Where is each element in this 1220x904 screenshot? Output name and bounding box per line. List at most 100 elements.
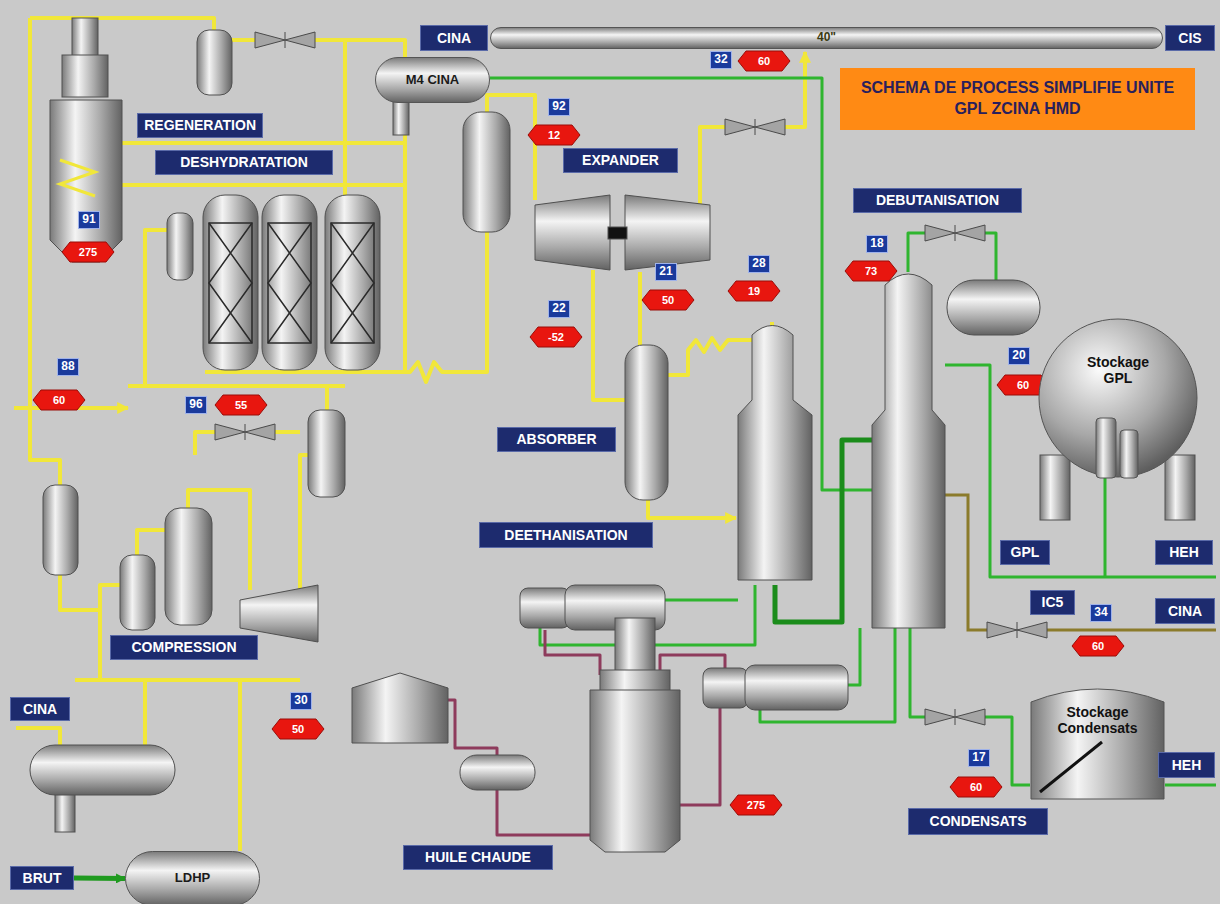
liquid-pipes	[665, 599, 738, 602]
title-banner: SCHEMA DE PROCESS SIMPLIFIE UNITE GPL ZC…	[840, 68, 1195, 130]
label-box: CINA	[420, 25, 488, 51]
text-holder: DEBUTANISATION	[854, 189, 1021, 212]
node-text: DESHYDRATATION	[180, 154, 308, 170]
node-text: EXPANDER	[582, 152, 659, 168]
node-text: CINA	[23, 701, 57, 717]
tag-number: 30	[290, 692, 312, 710]
liquid-pipes	[985, 717, 1030, 785]
hexagon-shape	[845, 261, 897, 281]
ic5-pipe	[1047, 629, 1216, 632]
tag-number: 32	[710, 51, 732, 69]
hexagon-shape	[1072, 636, 1124, 656]
equipment	[43, 485, 78, 575]
text-holder: CIS	[1166, 26, 1214, 50]
node-text: 22	[552, 302, 565, 316]
vessel-shape	[491, 28, 1163, 49]
label-box: CONDENSATS	[908, 808, 1048, 835]
node-text: CIS	[1178, 30, 1201, 46]
equipment	[608, 227, 627, 239]
gas-pipes	[143, 680, 147, 745]
node-text: 34	[1094, 606, 1107, 620]
node-text: 50	[662, 294, 674, 307]
label-box: DEETHANISATION	[479, 522, 653, 548]
equipment	[987, 622, 1047, 638]
liquid-pipes	[985, 233, 996, 280]
equipment	[725, 119, 785, 135]
equipment	[615, 618, 655, 678]
node-text: HEH	[1172, 757, 1202, 773]
node-text: 28	[752, 257, 765, 271]
node-text: CINA	[1168, 603, 1202, 619]
temperature-hexagon: 60	[950, 777, 1002, 797]
label-box: REGENERATION	[137, 113, 263, 138]
node-text: 40"	[817, 31, 836, 45]
text-holder: M4 CINA	[375, 57, 490, 103]
text-holder: 60	[33, 390, 85, 410]
text-holder: 92	[549, 99, 569, 115]
text-holder: HEH	[1156, 541, 1212, 564]
gas-pipes	[700, 127, 725, 205]
gas-pipes	[638, 272, 642, 345]
temperature-hexagon: 60	[33, 390, 85, 410]
node-text: 60	[758, 55, 770, 68]
equipment	[925, 709, 985, 725]
temperature-hexagon: 50	[642, 290, 694, 310]
hexagon-shape	[730, 795, 782, 815]
label-box: GPL	[1000, 540, 1050, 565]
node-text: 60	[53, 394, 65, 407]
gas-pipes	[195, 432, 215, 455]
label-box: BRUT	[10, 866, 74, 890]
temperature-hexagon: 275	[62, 242, 114, 262]
text-holder: 19	[728, 281, 780, 301]
label-box: DEBUTANISATION	[853, 188, 1022, 213]
text-holder: EXPANDER	[564, 149, 677, 172]
gas-pipes	[648, 500, 736, 518]
hot-oil-pipes	[497, 790, 590, 835]
node-text: HEH	[1169, 544, 1199, 560]
text-holder: DEETHANISATION	[480, 523, 652, 547]
temperature-hexagon: 60	[738, 51, 790, 71]
equipment	[203, 195, 258, 370]
equipment	[262, 195, 317, 370]
label-box: CINA	[10, 697, 70, 721]
text-holder: LDHP	[125, 851, 260, 904]
gas-pipes	[238, 680, 242, 851]
hexagon-shape	[642, 290, 694, 310]
node-text: 55	[235, 399, 247, 412]
hot-oil-pipes	[448, 700, 497, 755]
gas-pipes	[100, 141, 405, 145]
text-holder: 96	[186, 397, 206, 413]
text-holder: CINA	[1156, 599, 1214, 623]
node-text: 91	[82, 213, 95, 227]
hexagon-shape	[528, 125, 580, 145]
text-holder: 40"	[490, 27, 1163, 49]
node-text: 17	[972, 751, 985, 765]
equipment	[240, 585, 318, 642]
hexagon-shape	[530, 327, 582, 347]
hot-oil-pipes	[448, 630, 725, 835]
label-box: DESHYDRATATION	[155, 150, 333, 175]
equipment	[703, 668, 748, 708]
gas-pipes	[14, 18, 805, 851]
equipment	[60, 160, 95, 196]
equipment	[393, 100, 409, 135]
node-text: 50	[292, 723, 304, 736]
equipment	[1040, 455, 1070, 520]
tag-number: 28	[748, 255, 770, 273]
equipment	[600, 670, 670, 692]
node-text: LDHP	[175, 871, 210, 886]
node-text: -52	[548, 331, 564, 344]
label-box: CINA	[1155, 598, 1215, 624]
vessel: M4 CINA	[375, 57, 490, 103]
text-holder: 55	[215, 395, 267, 415]
node-text: 32	[714, 53, 727, 67]
tank-shape	[1031, 689, 1164, 799]
equipment	[215, 424, 275, 440]
text-holder: CINA	[421, 26, 487, 50]
node-text: GPL	[1011, 544, 1040, 560]
pipe-connector	[74, 876, 125, 882]
liquid-pipes	[490, 78, 872, 490]
text-holder: GPL	[1001, 541, 1049, 564]
hexagon-shape	[728, 281, 780, 301]
hot-oil-pipes	[545, 630, 600, 675]
